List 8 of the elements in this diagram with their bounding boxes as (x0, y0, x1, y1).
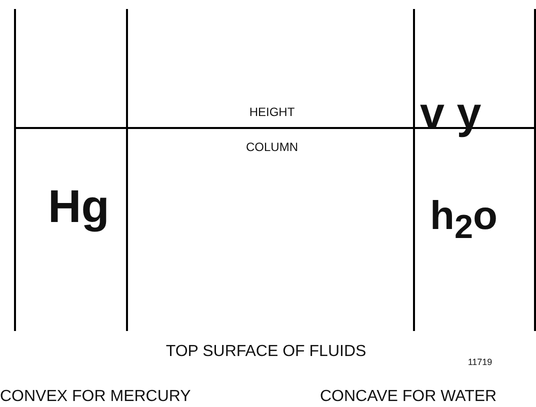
height-label: HEIGHT (249, 106, 295, 118)
figure-number: 11719 (468, 358, 492, 367)
convex-note: CONVEX FOR MERCURY (0, 389, 191, 405)
meniscus-symbols: v y (420, 92, 482, 136)
column-label: COLUMN (246, 141, 298, 153)
surface-caption: TOP SURFACE OF FLUIDS (166, 344, 366, 360)
water-label: h$_{2}$o (430, 196, 498, 244)
concave-note: CONCAVE FOR WATER (320, 389, 497, 405)
